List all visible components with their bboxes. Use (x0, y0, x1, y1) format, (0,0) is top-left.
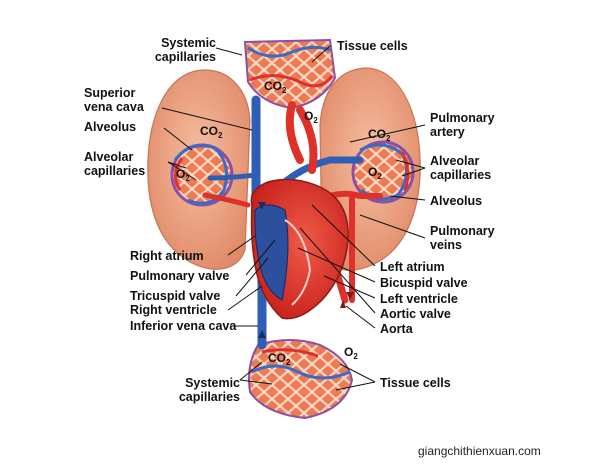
watermark: giangchithienxuan.com (418, 444, 541, 458)
label-bicuspid-valve: Bicuspid valve (380, 276, 468, 290)
o2-marker-top: O2 (304, 109, 318, 125)
label-tissue-cells-top: Tissue cells (337, 39, 408, 53)
o2-marker-right: O2 (368, 165, 382, 181)
label-alveolar-capillaries-left: Alveolar capillaries (84, 150, 146, 178)
right-side-heart (254, 204, 289, 301)
label-aorta: Aorta (380, 322, 413, 336)
leader-lines (161, 45, 426, 391)
flow-arrows (258, 202, 354, 338)
co2-marker-bottom: CO2 (268, 351, 291, 367)
o2-marker-left: O2 (176, 167, 190, 183)
label-left-atrium: Left atrium (380, 260, 445, 274)
co2-marker-top: CO2 (264, 79, 287, 95)
label-pulmonary-veins: Pulmonary veins (430, 224, 495, 252)
label-right-atrium: Right atrium (130, 249, 204, 263)
label-systemic-capillaries-top: Systemic capillaries (154, 36, 216, 64)
label-inferior-vena-cava: Inferior vena cava (130, 319, 237, 333)
label-tricuspid-valve: Tricuspid valve (130, 289, 221, 303)
label-alveolar-capillaries-right: Alveolar capillaries (430, 154, 492, 182)
left-alveolus (170, 143, 234, 207)
co2-marker-left: CO2 (200, 124, 223, 140)
bottom-tissue-bed (248, 339, 354, 420)
label-alveolus-right: Alveolus (430, 194, 483, 208)
label-left-ventricle: Left ventricle (380, 292, 458, 306)
co2-marker-right: CO2 (368, 127, 391, 143)
label-superior-vena-cava: Superior vena cava (84, 86, 144, 114)
label-pulmonary-artery: Pulmonary artery (430, 111, 495, 139)
label-systemic-capillaries-bottom: Systemic capillaries (178, 376, 240, 404)
label-aortic-valve: Aortic valve (380, 307, 451, 321)
label-right-ventricle: Right ventricle (130, 303, 217, 317)
o2-marker-bottom: O2 (344, 345, 358, 361)
label-alveolus-left: Alveolus (84, 120, 137, 134)
label-tissue-cells-bottom: Tissue cells (380, 376, 451, 390)
label-pulmonary-valve: Pulmonary valve (130, 269, 230, 283)
